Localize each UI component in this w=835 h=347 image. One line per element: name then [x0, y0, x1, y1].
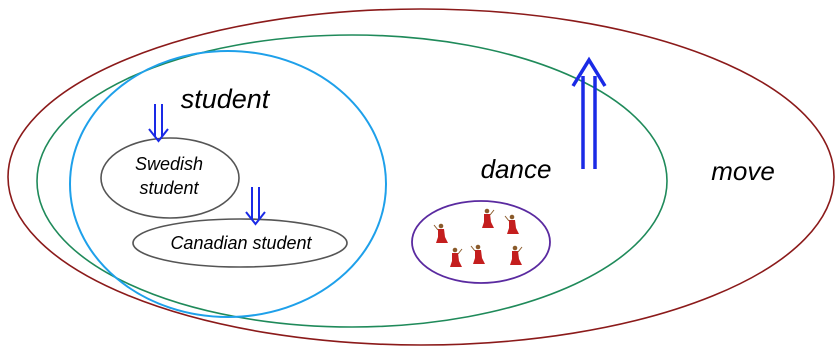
dancers-ellipse [411, 200, 551, 284]
dancer-figure-icon [470, 244, 485, 264]
dancer-figure-icon [510, 245, 523, 265]
dancer-figure-icon [450, 247, 463, 267]
double-arrow-down-icon [245, 187, 266, 226]
canadian-label: Canadian student [170, 233, 312, 253]
dancer-figure-icon [482, 208, 495, 228]
swedish-student-ellipse [100, 137, 240, 219]
dance-label: dance [481, 154, 552, 184]
move-ellipse [7, 8, 835, 346]
swedish-label-line2: student [139, 178, 199, 198]
dancer-figure-icon [504, 214, 519, 234]
dancer-figures [433, 208, 523, 267]
student-ellipse [69, 50, 387, 318]
swedish-label-line1: Swedish [135, 154, 203, 174]
move-label: move [711, 156, 775, 186]
student-label: student [181, 84, 271, 114]
double-arrow-down-icon [148, 104, 169, 143]
canadian-student-ellipse [132, 218, 348, 268]
double-arrow-up-icon [571, 56, 607, 169]
dancer-figure-icon [433, 223, 448, 243]
dance-ellipse [36, 34, 668, 328]
